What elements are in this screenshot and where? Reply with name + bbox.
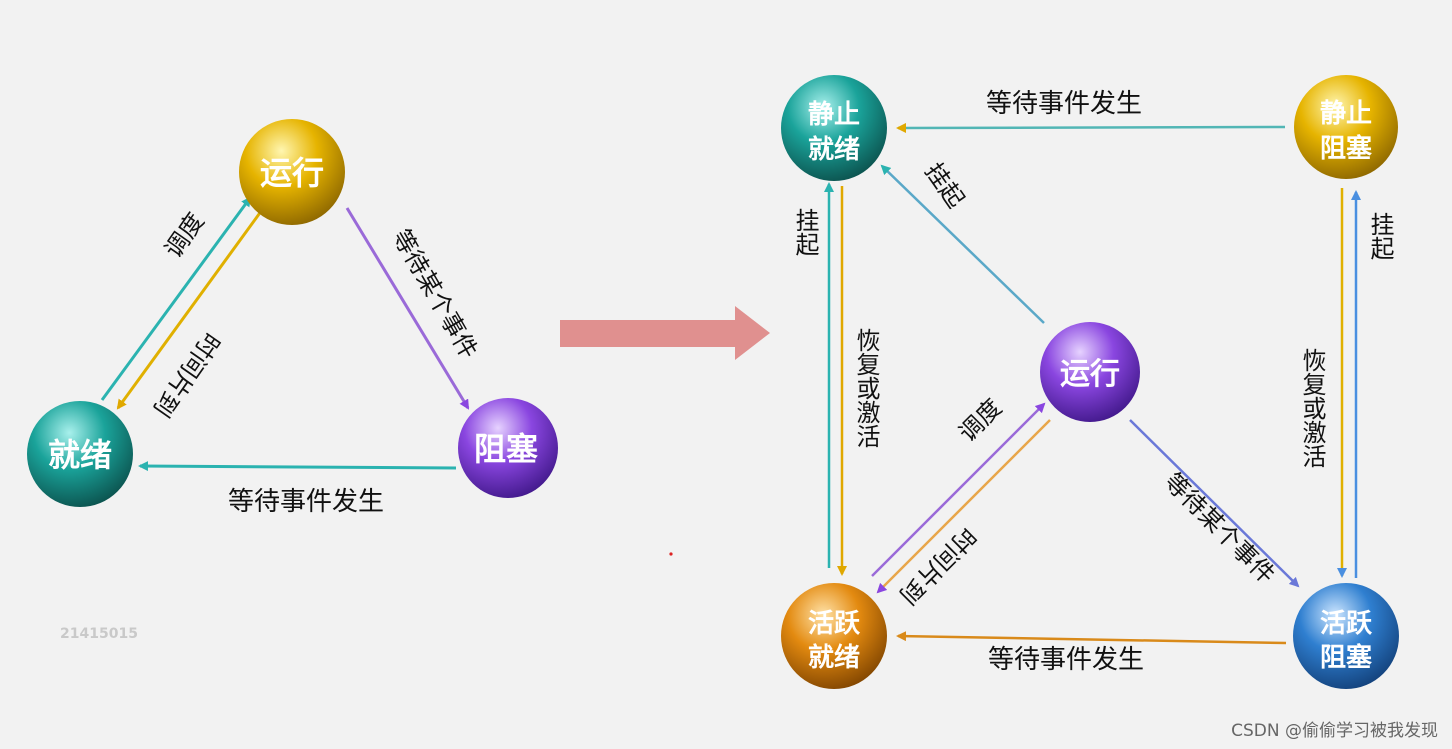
arrow-running-to-active-ready: [876, 419, 1051, 594]
label-suspend-diagonal: 挂起: [919, 158, 969, 213]
arrow-running-to-ready: [116, 209, 264, 410]
label-wait-event: 等待某个事件: [387, 225, 483, 364]
label-schedule: 调度: [159, 208, 209, 263]
node-running-right-label: 运行: [1060, 357, 1120, 392]
arrow-ready-to-running: [100, 196, 252, 401]
node-active-ready-line1: 活跃: [808, 609, 861, 639]
stray-dot: [669, 552, 673, 556]
node-static-ready: 静止 就绪: [781, 75, 887, 181]
node-ready-label: 就绪: [48, 436, 112, 474]
arrow-active-blocked-to-active-ready: [896, 631, 1287, 645]
node-running-right: 运行: [1040, 322, 1140, 422]
node-static-ready-line1: 静止: [808, 99, 860, 130]
node-static-ready-line2: 就绪: [808, 134, 860, 165]
node-active-blocked: 活跃 阻塞: [1293, 583, 1399, 689]
node-static-blocked: 静止 阻塞: [1294, 75, 1398, 179]
node-active-blocked-line2: 阻塞: [1320, 642, 1372, 673]
watermark: 21415015: [60, 626, 138, 642]
label-timeout: 时间片到: [148, 327, 226, 422]
left-diagram: 调度 时间片到 等待某个事件 等待事件发生 运行 就绪 阻塞: [27, 119, 558, 517]
arrow-active-ready-to-running: [871, 402, 1046, 577]
arrow-blocked-to-ready: [138, 461, 457, 472]
node-active-ready: 活跃 就绪: [781, 583, 887, 689]
arrow-running-to-blocked: [345, 207, 470, 410]
label-restore-left-text: 恢复或激活: [852, 328, 880, 448]
node-blocked: 阻塞: [458, 398, 558, 498]
label-event-occurs-top: 等待事件发生: [986, 89, 1142, 119]
label-suspend-right-text: 挂起: [1366, 212, 1394, 260]
label-suspend-left: 挂起: [791, 208, 819, 256]
node-static-blocked-line2: 阻塞: [1320, 133, 1372, 164]
node-ready: 就绪: [27, 401, 133, 507]
arrow-static-blocked-to-static-ready: [896, 122, 1286, 133]
label-wait-event-right: 等待某个事件: [1159, 468, 1281, 590]
credit-text: CSDN @偷偷学习被我发现: [1231, 721, 1438, 741]
label-restore-right-text: 恢复或激活: [1298, 348, 1326, 468]
transition-big-arrow: [560, 306, 770, 360]
label-suspend-left-text: 挂起: [791, 208, 819, 256]
label-restore-right: 恢复或激活: [1298, 348, 1326, 468]
node-running: 运行: [239, 119, 345, 225]
label-schedule-right: 调度: [953, 393, 1007, 447]
right-diagram: 等待事件发生 挂起 挂起 恢复或激活 挂起 恢复或激活 调度 时间片到 等待某个…: [781, 75, 1399, 689]
label-timeout-right: 时间片到: [894, 522, 982, 610]
arrow-running-to-static-ready: [880, 164, 1045, 324]
arrow-running-to-active-blocked: [1129, 419, 1300, 588]
label-event-occurs-bottom: 等待事件发生: [988, 645, 1144, 675]
label-event-occurs: 等待事件发生: [228, 487, 384, 517]
node-running-label: 运行: [260, 154, 324, 192]
node-active-blocked-line1: 活跃: [1320, 609, 1373, 639]
label-restore-left: 恢复或激活: [852, 328, 880, 448]
node-blocked-label: 阻塞: [474, 430, 538, 468]
node-static-blocked-line1: 静止: [1320, 98, 1372, 129]
node-active-ready-line2: 就绪: [808, 642, 860, 673]
label-suspend-right: 挂起: [1366, 212, 1394, 260]
